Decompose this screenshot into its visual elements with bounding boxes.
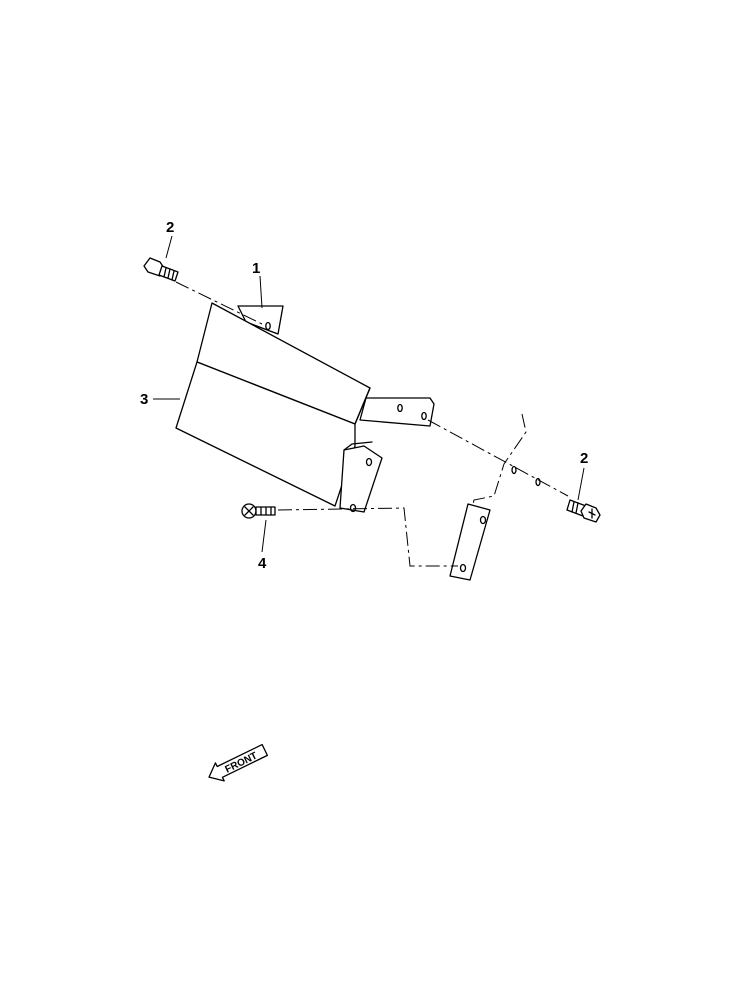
mounting-foot	[339, 441, 383, 513]
control-box	[175, 302, 371, 507]
callout-3: 3	[140, 391, 148, 408]
callout-2-right: 2	[580, 450, 588, 467]
front-arrow-icon: FRONT	[208, 743, 269, 782]
callout-1: 1	[252, 260, 260, 277]
callout-2-left: 2	[166, 219, 174, 236]
bolt-2-right	[566, 499, 601, 523]
upper-bracket	[237, 305, 435, 427]
screw-4	[241, 503, 276, 519]
bolt-2-left	[143, 257, 179, 282]
assembly-centerlines	[175, 281, 569, 567]
callout-4: 4	[258, 555, 267, 572]
leader-lines	[153, 235, 585, 553]
vehicle-bracket	[449, 413, 541, 581]
